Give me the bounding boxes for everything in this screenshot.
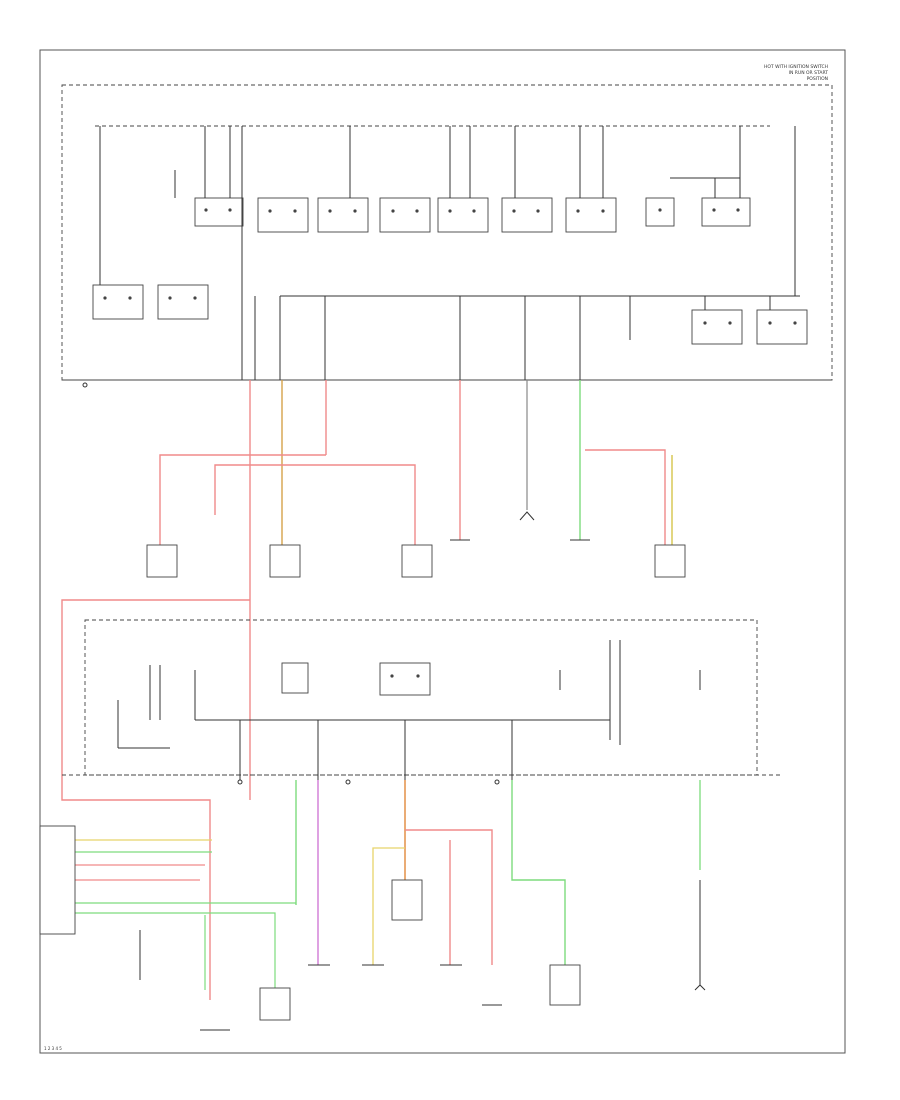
svg-text:POSITION: POSITION	[807, 76, 828, 82]
upper-relays	[92, 197, 808, 345]
top-right-label: HOT WITH IGNITION SWITCH IN RUN OR START…	[764, 64, 828, 82]
lower-module-internals	[117, 640, 701, 780]
mid-components	[146, 539, 686, 578]
colored-wires-lower	[75, 780, 701, 990]
diagram-frame	[39, 49, 846, 1054]
svg-text:IN RUN OR START: IN RUN OR START	[789, 70, 829, 76]
bottom-components	[200, 879, 581, 1031]
svg-text:HOT WITH IGNITION SWITCH: HOT WITH IGNITION SWITCH	[764, 64, 828, 70]
lower-module-outline	[84, 619, 758, 776]
relay-pins	[103, 208, 797, 325]
ground-symbols	[82, 382, 706, 991]
pcm-box	[39, 825, 76, 935]
colored-wires-upper	[61, 380, 673, 1000]
footer-code: 1 2 3 4 5	[44, 1046, 62, 1051]
upper-wiring	[99, 126, 800, 380]
